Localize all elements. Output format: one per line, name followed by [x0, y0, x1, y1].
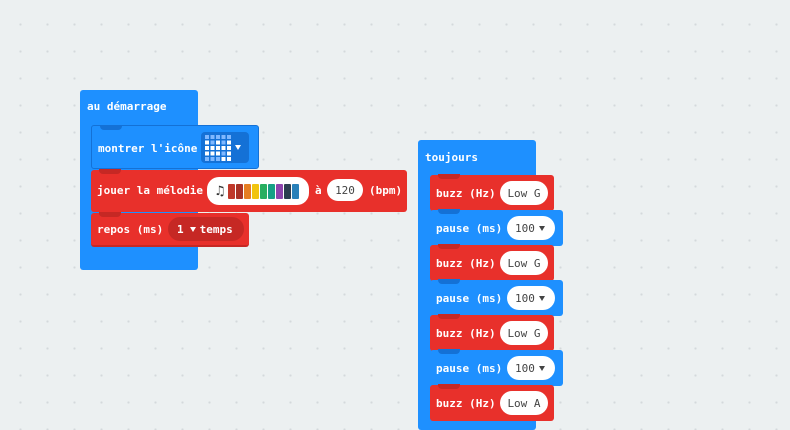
pause-label: pause (ms): [436, 222, 503, 235]
duration-value: 100: [515, 361, 535, 375]
melody-note-bar: [243, 183, 251, 199]
buzz-label: buzz (Hz): [436, 187, 496, 200]
forever-label: toujours: [425, 151, 478, 164]
rest-label: repos (ms): [97, 223, 164, 236]
beat-value: 1: [177, 222, 184, 236]
duration-value: 100: [515, 291, 535, 305]
note-picker-input[interactable]: Low G: [500, 321, 548, 345]
buzz-label: buzz (Hz): [436, 327, 496, 340]
melody-note-bar: [235, 183, 243, 199]
melody-note-bar: [291, 183, 299, 199]
at-label: à: [315, 184, 322, 197]
beat-dropdown[interactable]: 1 temps: [168, 217, 244, 241]
note-value: Low G: [507, 186, 541, 200]
buzz-block[interactable]: buzz (Hz) Low G: [430, 314, 554, 351]
pause-label: pause (ms): [436, 362, 503, 375]
note-picker-input[interactable]: Low G: [500, 181, 548, 205]
duration-dropdown[interactable]: 100: [507, 356, 555, 380]
pause-block[interactable]: pause (ms) 100: [430, 349, 563, 386]
chevron-down-icon: [235, 145, 241, 150]
show-icon-block[interactable]: montrer l'icône: [91, 125, 259, 169]
bpm-label: (bpm): [369, 184, 403, 197]
note-picker-input[interactable]: Low A: [500, 391, 548, 415]
play-melody-block[interactable]: jouer la mélodie ♫ à 120 (bpm): [91, 169, 407, 212]
melody-note-bar: [267, 183, 275, 199]
on-start-label: au démarrage: [87, 100, 167, 113]
chevron-down-icon: [189, 226, 196, 232]
pause-label: pause (ms): [436, 292, 503, 305]
melody-note-bar: [227, 183, 235, 199]
note-value: Low G: [507, 256, 541, 270]
pause-block[interactable]: pause (ms) 100: [430, 279, 563, 316]
note-value: Low A: [507, 396, 541, 410]
note-value: Low G: [507, 326, 541, 340]
duration-dropdown[interactable]: 100: [507, 216, 555, 240]
buzz-block[interactable]: buzz (Hz) Low G: [430, 244, 554, 281]
rest-block[interactable]: repos (ms) 1 temps: [91, 212, 249, 247]
buzz-label: buzz (Hz): [436, 257, 496, 270]
melody-preview: [227, 183, 299, 199]
chevron-down-icon: [538, 365, 545, 371]
melody-note-bar: [259, 183, 267, 199]
icon-picker-dropdown[interactable]: [201, 132, 249, 163]
tempo-input[interactable]: 120: [327, 179, 363, 201]
icon-matrix-preview: [205, 135, 231, 161]
pause-block[interactable]: pause (ms) 100: [430, 209, 563, 246]
show-icon-label: montrer l'icône: [98, 142, 198, 155]
beat-unit: temps: [199, 222, 233, 236]
duration-dropdown[interactable]: 100: [507, 286, 555, 310]
melody-editor-field[interactable]: ♫: [207, 177, 309, 205]
play-melody-label: jouer la mélodie: [97, 184, 203, 197]
buzz-label: buzz (Hz): [436, 397, 496, 410]
music-note-icon: ♫: [214, 183, 226, 199]
melody-note-bar: [283, 183, 291, 199]
buzz-block[interactable]: buzz (Hz) Low A: [430, 384, 554, 421]
note-picker-input[interactable]: Low G: [500, 251, 548, 275]
buzz-block[interactable]: buzz (Hz) Low G: [430, 174, 554, 211]
melody-note-bar: [275, 183, 283, 199]
chevron-down-icon: [538, 295, 545, 301]
tempo-value: 120: [335, 183, 355, 197]
melody-note-bar: [251, 183, 259, 199]
chevron-down-icon: [538, 225, 545, 231]
duration-value: 100: [515, 221, 535, 235]
